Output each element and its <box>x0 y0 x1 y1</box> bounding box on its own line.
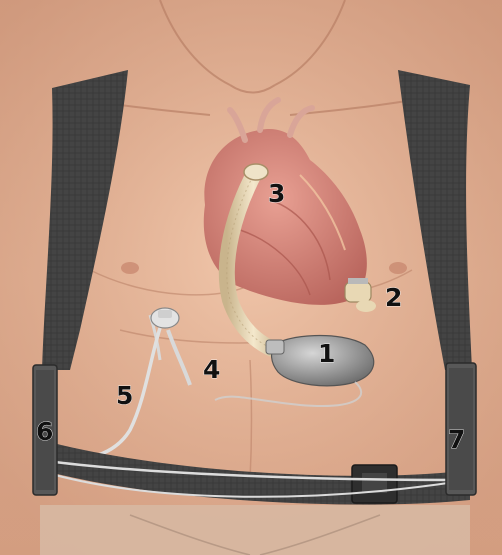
callout-6: 6 <box>36 417 53 446</box>
callout-4: 4 <box>203 355 220 384</box>
callout-7: 7 <box>448 425 465 454</box>
pants <box>40 505 470 555</box>
percutaneous-site <box>151 308 179 328</box>
nipple-right <box>389 262 407 274</box>
callout-1: 1 <box>318 339 335 368</box>
callout-2: 2 <box>385 283 402 312</box>
callout-3: 3 <box>268 179 285 208</box>
graft-anastomosis <box>244 164 268 180</box>
callout-5: 5 <box>116 381 133 410</box>
nipple-left <box>121 262 139 274</box>
